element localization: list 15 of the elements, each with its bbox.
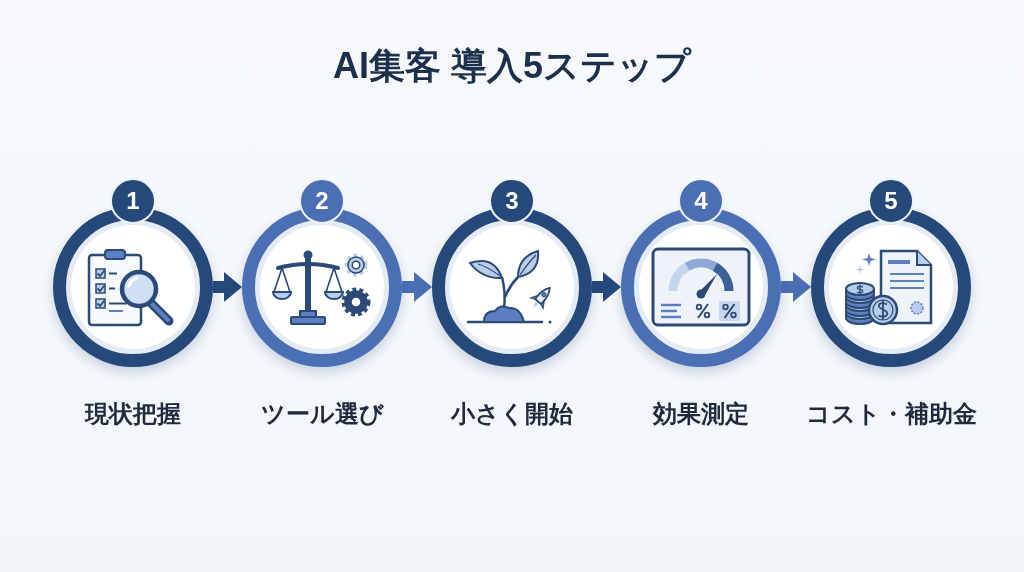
- step-label: 小さく開始: [451, 399, 573, 429]
- arrow: [213, 272, 242, 302]
- number-badge: 4: [678, 178, 724, 224]
- arrow: [402, 272, 432, 302]
- title: AI集客 導入5ステップ: [333, 44, 691, 88]
- step-label: ツール選び: [260, 399, 384, 429]
- step-label: 現状把握: [85, 399, 181, 429]
- arrow: [781, 272, 811, 302]
- number-badge: 1: [110, 178, 156, 224]
- step-label: コスト・補助金: [805, 399, 977, 429]
- arrow: [592, 272, 621, 302]
- step-label: 効果測定: [653, 399, 749, 429]
- number-badge: 2: [299, 178, 345, 224]
- number-badge: 3: [489, 178, 535, 224]
- number-badge: 5: [868, 178, 914, 224]
